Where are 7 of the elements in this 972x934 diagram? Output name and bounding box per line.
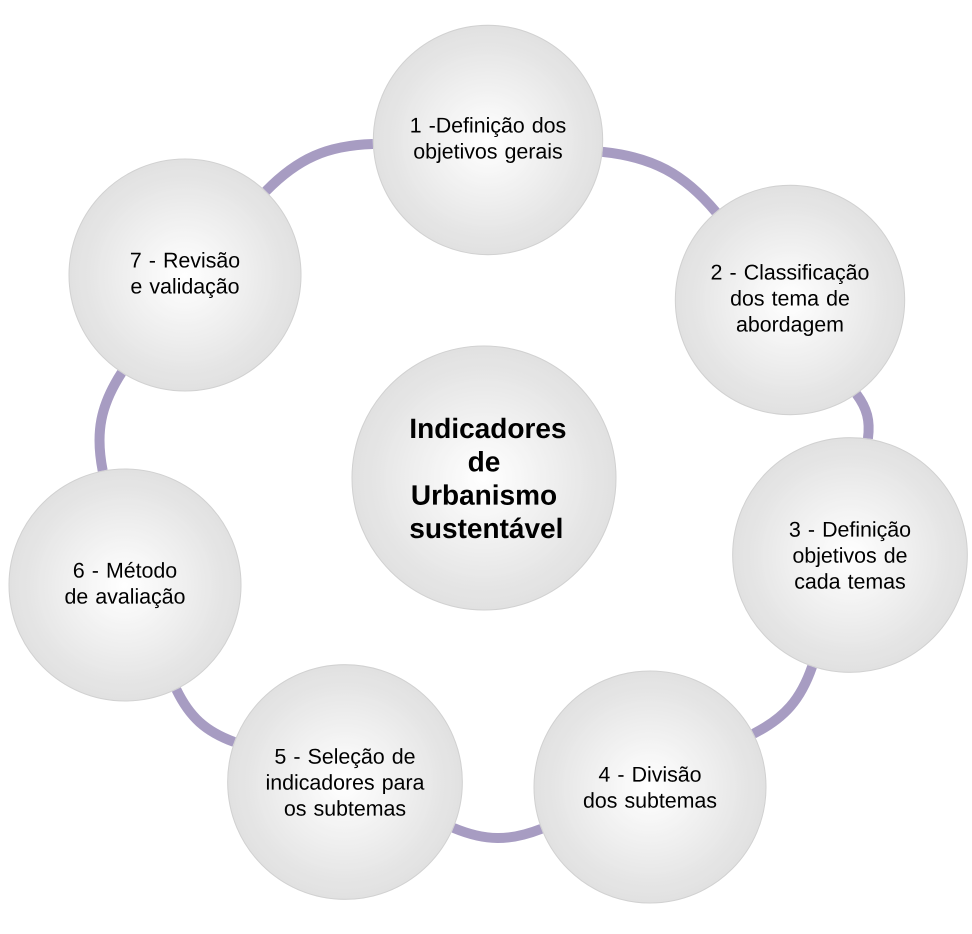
ring-connector: [262, 139, 374, 195]
ring-connector: [751, 664, 817, 738]
ring-connector: [852, 391, 874, 440]
ring-connector: [602, 146, 720, 216]
ring-connector: [94, 370, 126, 472]
ring-connector: [452, 823, 543, 844]
ring-connector: [172, 687, 236, 747]
